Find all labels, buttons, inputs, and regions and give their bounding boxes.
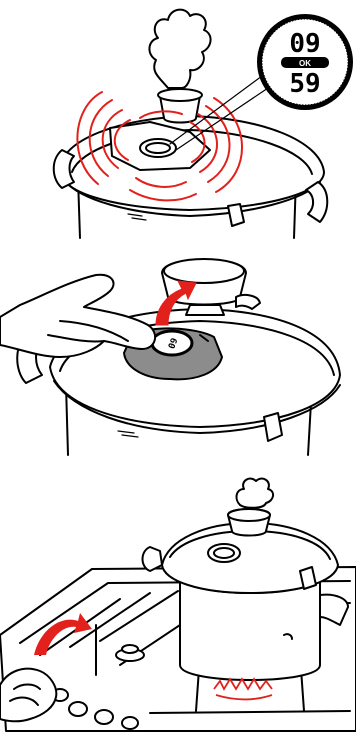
timer-callout: 09 OK 59 [257,14,353,110]
illustration-stove [0,475,356,732]
steam-cloud [237,479,274,508]
handle-timer [208,544,240,562]
lid-handle-right [306,182,327,222]
timer-status-label: OK [299,59,311,68]
illustration-hand-lift-valve: 09 [0,245,356,460]
timer-bottom-digits: 59 [289,69,320,99]
step-pressure-release-timer: 09 OK 59 [0,0,356,240]
knob[interactable] [69,702,87,716]
step-lift-valve: 09 [0,245,356,460]
timer-top-digits: 09 [289,29,320,59]
knob[interactable] [95,710,113,724]
knob[interactable] [122,717,138,729]
pressure-valve [162,259,260,315]
steam-cloud [149,10,210,88]
step-cooking-on-gas-stove [0,475,356,732]
illustration-steam-timer: 09 OK 59 [0,0,356,240]
